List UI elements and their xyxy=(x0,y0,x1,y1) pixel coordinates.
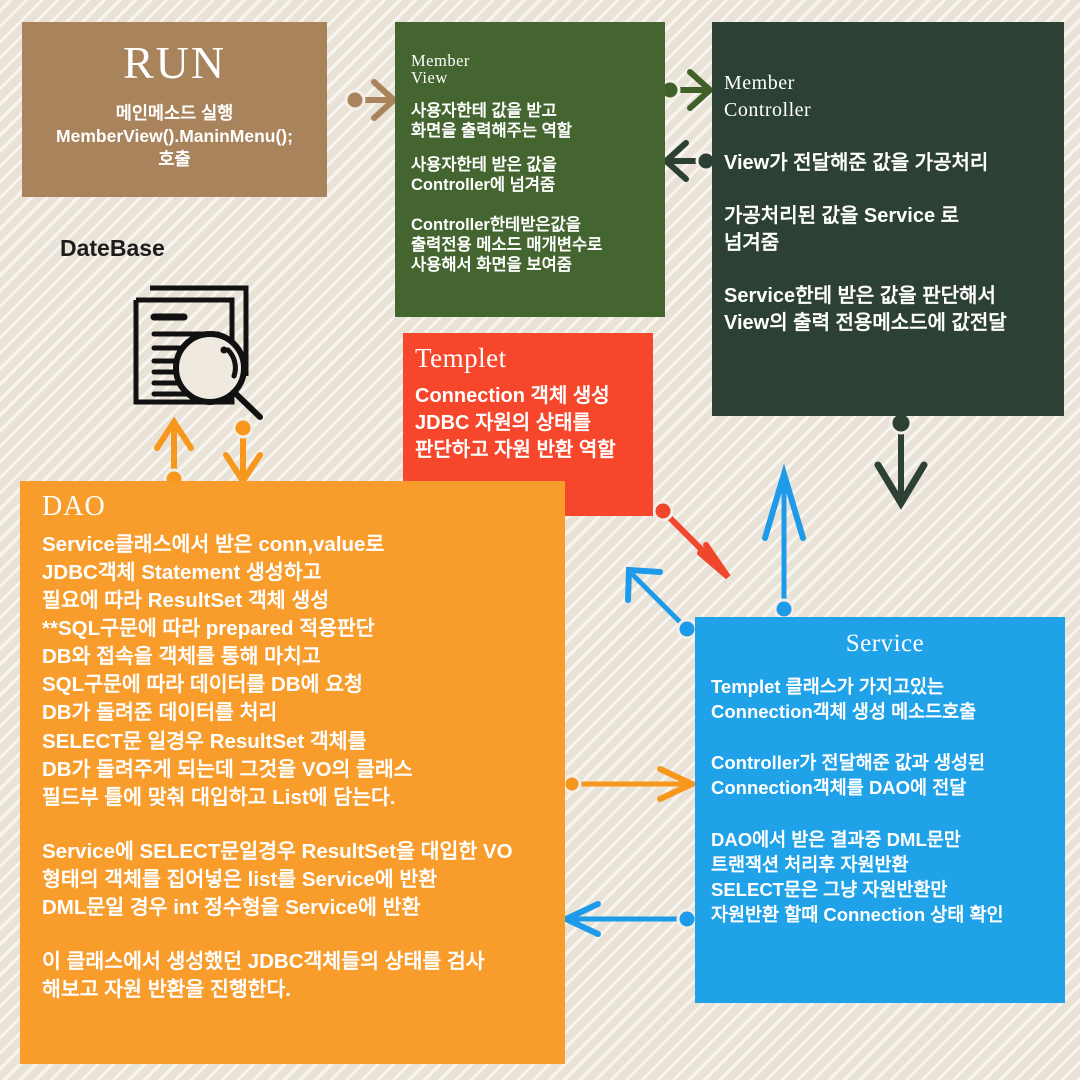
connector-service-to-templet-vertical xyxy=(762,463,806,620)
member-view-title: Member View xyxy=(411,51,470,88)
dao-body-2: Service에 SELECT문일경우 ResultSet을 대입한 VO 형태… xyxy=(42,839,513,919)
connector-memberview-to-membercontroller xyxy=(659,69,715,111)
member-controller-body-3: Service한테 받은 값을 판단해서 View의 출력 전용메소드에 값전달 xyxy=(724,285,1007,334)
node-member-view[interactable]: Member View 사용자한테 값을 받고 화면을 출력해주는 역할 사용자… xyxy=(395,22,665,317)
connector-dao-to-datebase xyxy=(154,416,194,490)
connector-run-to-memberview xyxy=(344,79,399,121)
member-view-body-2: 사용자한테 받은 값을 Controller에 넘겨줌 xyxy=(411,155,557,194)
run-body: 메인메소드 실행 MemberView().ManinMenu(); 호출 xyxy=(56,103,293,169)
run-title: RUN xyxy=(122,37,227,88)
templet-title: Templet xyxy=(415,343,507,373)
dao-title: DAO xyxy=(42,491,106,522)
connector-membercontroller-to-service xyxy=(874,411,928,510)
connector-service-to-dao xyxy=(558,901,698,937)
node-service[interactable]: Service Templet 클래스가 가지고있는 Connection객체 … xyxy=(695,617,1065,1003)
node-member-controller[interactable]: Member Controller View가 전달해준 값을 가공처리 가공처… xyxy=(712,22,1064,416)
dao-body-3: 이 클래스에서 생성했던 JDBC객체들의 상태를 검사 해보고 자원 반환을 … xyxy=(42,950,485,1002)
member-view-body-3: Controller한테받은값을 출력전용 메소드 매개변수로 사용해서 화면을… xyxy=(411,216,603,275)
service-body-2: Controller가 전달해준 값과 생성된 Connection객체를 DA… xyxy=(711,752,986,799)
dao-body-1: Service클래스에서 받은 conn,value로 JDBC객체 State… xyxy=(42,533,413,809)
node-run[interactable]: RUN 메인메소드 실행 MemberView().ManinMenu(); 호… xyxy=(22,22,327,197)
member-controller-body-2: 가공처리된 값을 Service 로 넘겨줌 xyxy=(724,205,960,254)
templet-body: Connection 객체 생성 JDBC 자원의 상태를 판단하고 자원 반환… xyxy=(415,385,616,461)
member-view-body-1: 사용자한테 값을 받고 화면을 출력해주는 역할 xyxy=(411,101,572,140)
connector-service-to-templet xyxy=(625,566,698,640)
connector-datebase-to-dao xyxy=(223,417,263,487)
connector-dao-to-service xyxy=(562,766,700,802)
node-dao[interactable]: DAO Service클래스에서 받은 conn,value로 JDBC객체 S… xyxy=(20,481,565,1064)
datebase-label: DateBase xyxy=(60,235,165,261)
document-search-icon xyxy=(128,272,268,425)
member-controller-title: Member Controller xyxy=(724,72,812,121)
connector-membercontroller-to-memberview xyxy=(661,140,717,182)
connector-templet-to-service xyxy=(652,500,731,580)
service-title: Service xyxy=(845,630,925,657)
service-body-1: Templet 클래스가 가지고있는 Connection객체 생성 메소드호출 xyxy=(711,676,977,723)
service-body-3: DAO에서 받은 결과중 DML문만 트랜잭션 처리후 자원반환 SELECT문… xyxy=(711,828,1004,926)
member-controller-body-1: View가 전달해준 값을 가공처리 xyxy=(724,152,989,174)
